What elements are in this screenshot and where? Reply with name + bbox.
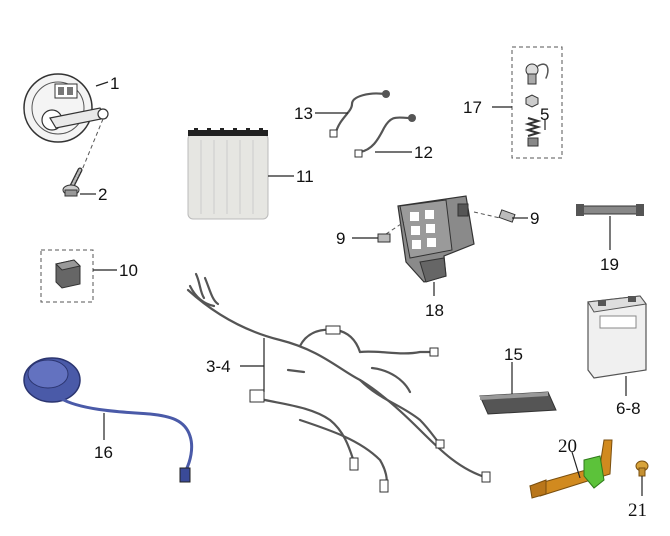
callout-12: 12 <box>414 143 433 162</box>
fuse-box <box>187 128 269 220</box>
bolt-9-left <box>377 221 405 243</box>
callout-19: 19 <box>600 255 619 274</box>
callout-11: 11 <box>296 167 314 186</box>
horn <box>23 73 109 143</box>
callout-21: 21 <box>628 500 647 521</box>
wire-12 <box>354 114 416 158</box>
usb-socket <box>23 357 194 483</box>
strap <box>576 204 644 216</box>
callout-17: 17 <box>463 98 482 117</box>
bolt-9-right <box>473 209 516 223</box>
horn-bolt <box>62 167 83 197</box>
wiring-harness <box>186 272 491 493</box>
callout-9-right: 9 <box>530 209 539 228</box>
switch-assembly <box>524 63 549 147</box>
callout-1: 1 <box>110 74 119 93</box>
callout-20: 20 <box>558 436 577 457</box>
callout-15: 15 <box>504 345 523 364</box>
relay-box <box>40 249 94 303</box>
bracket-screw <box>635 460 649 477</box>
battery-pad <box>479 391 557 415</box>
callout-6-8: 6-8 <box>616 399 641 418</box>
leader-1 <box>95 81 109 87</box>
callout-18: 18 <box>425 301 444 320</box>
callout-16: 16 <box>94 443 113 462</box>
callout-9-left: 9 <box>336 229 345 248</box>
callout-5: 5 <box>540 105 549 124</box>
battery-box <box>397 195 475 283</box>
callout-2: 2 <box>98 185 107 204</box>
relay <box>55 259 81 289</box>
horn-dash-line <box>81 118 104 171</box>
callout-10: 10 <box>119 261 138 280</box>
callout-3-4: 3-4 <box>206 357 231 376</box>
switch-assembly-box <box>511 46 563 159</box>
wire-13 <box>329 90 390 138</box>
battery <box>587 295 647 379</box>
callout-13: 13 <box>294 104 313 123</box>
metal-bracket <box>529 439 613 499</box>
leader-20 <box>571 451 581 479</box>
